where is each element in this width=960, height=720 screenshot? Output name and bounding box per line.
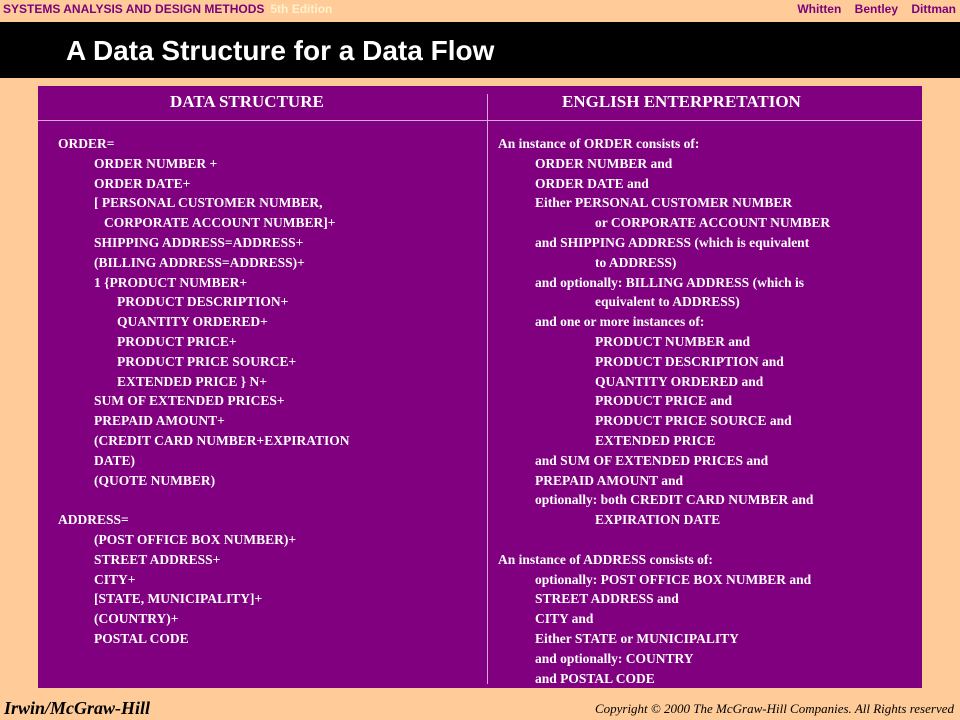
english-interpretation-heading: ENGLISH ENTERPRETATION — [562, 92, 801, 111]
interpretation-line: and SUM OF EXTENDED PRICES and — [535, 452, 769, 468]
publisher-label: Irwin/McGraw-Hill — [4, 698, 151, 718]
data-structure-line: (CREDIT CARD NUMBER+EXPIRATION — [94, 432, 350, 448]
data-structure-line: (COUNTRY)+ — [94, 611, 179, 627]
interpretation-line: and optionally: COUNTRY — [535, 650, 694, 666]
interpretation-line: PREPAID AMOUNT and — [535, 472, 684, 488]
header-bar: SYSTEMS ANALYSIS AND DESIGN METHODS 5th E… — [0, 0, 960, 22]
interpretation-line: PRODUCT NUMBER and — [595, 333, 751, 349]
interpretation-line: and SHIPPING ADDRESS (which is equivalen… — [535, 234, 810, 250]
data-structure-line: EXTENDED PRICE } N+ — [117, 373, 267, 389]
interpretation-line: An instance of ORDER consists of: — [498, 136, 700, 151]
data-structure-line: ORDER DATE+ — [94, 175, 191, 191]
data-structure-column: ORDER= ORDER NUMBER + ORDER DATE+ [ PERSONA… — [58, 134, 349, 649]
data-structure-line: [STATE, MUNICIPALITY]+ — [94, 591, 263, 607]
data-structure-heading: DATA STRUCTURE — [170, 92, 324, 111]
slide-title: A Data Structure for a Data Flow — [66, 35, 495, 66]
data-structure-line: PRODUCT PRICE SOURCE+ — [117, 353, 297, 369]
data-structure-line: CORPORATE ACCOUNT NUMBER]+ — [104, 215, 336, 231]
header-divider — [38, 120, 922, 121]
interpretation-line: Either STATE or MUNICIPALITY — [535, 630, 739, 646]
column-divider — [487, 94, 488, 684]
data-structure-line: [ PERSONAL CUSTOMER NUMBER, — [94, 195, 323, 211]
data-structure-line: 1 {PRODUCT NUMBER+ — [94, 274, 248, 290]
book-title-group: SYSTEMS ANALYSIS AND DESIGN METHODS 5th E… — [3, 0, 332, 18]
data-structure-line: PREPAID AMOUNT+ — [94, 413, 225, 429]
interpretation-line: optionally: POST OFFICE BOX NUMBER and — [535, 571, 812, 587]
interpretation-line: Either PERSONAL CUSTOMER NUMBER — [535, 195, 793, 211]
interpretation-line: and one or more instances of: — [535, 314, 705, 330]
copyright-notice: Copyright © 2000 The McGraw-Hill Compani… — [594, 701, 954, 716]
interpretation-line: ORDER DATE and — [535, 175, 649, 191]
edition-label: 5th Edition — [270, 2, 333, 16]
interpretation-line: equivalent to ADDRESS) — [595, 294, 740, 310]
data-structure-line: ADDRESS= — [58, 512, 129, 528]
data-structure-line: ORDER NUMBER + — [94, 155, 218, 171]
interpretation-line: and POSTAL CODE — [535, 670, 655, 686]
interpretation-line: PRODUCT DESCRIPTION and — [595, 353, 784, 369]
data-structure-line — [58, 490, 349, 510]
data-structure-line: CITY+ — [94, 571, 136, 587]
interpretation-line: optionally: both CREDIT CARD NUMBER and — [535, 492, 814, 508]
interpretation-line: An instance of ADDRESS consists of: — [498, 551, 713, 567]
content-panel: DATA STRUCTURE ENGLISH ENTERPRETATION OR… — [38, 86, 922, 688]
interpretation-line: PRODUCT PRICE and — [595, 393, 733, 409]
interpretation-line: ORDER NUMBER and — [535, 155, 673, 171]
english-interpretation-column: An instance of ORDER consists of: ORDER N… — [498, 134, 830, 688]
interpretation-line: STREET ADDRESS and — [535, 591, 679, 607]
interpretation-line: CITY and — [535, 611, 594, 627]
interpretation-line: or CORPORATE ACCOUNT NUMBER — [595, 215, 831, 231]
interpretation-line: QUANTITY ORDERED and — [595, 373, 764, 389]
data-structure-line: (POST OFFICE BOX NUMBER)+ — [94, 531, 297, 547]
data-structure-line: SHIPPING ADDRESS=ADDRESS+ — [94, 234, 304, 250]
interpretation-line: and optionally: BILLING ADDRESS (which i… — [535, 274, 804, 290]
data-structure-line: (QUOTE NUMBER) — [94, 472, 216, 488]
interpretation-line: PRODUCT PRICE SOURCE and — [595, 413, 792, 429]
data-structure-line: PRODUCT PRICE+ — [117, 333, 237, 349]
data-structure-line: POSTAL CODE — [94, 630, 189, 646]
data-structure-line: ORDER= — [58, 136, 115, 151]
book-title: SYSTEMS ANALYSIS AND DESIGN METHODS — [3, 2, 265, 16]
interpretation-line: EXPIRATION DATE — [595, 512, 721, 528]
data-structure-line: PRODUCT DESCRIPTION+ — [117, 294, 289, 310]
data-structure-line: STREET ADDRESS+ — [94, 551, 221, 567]
title-bar: A Data Structure for a Data Flow — [0, 22, 960, 78]
authors: Whitten Bentley Dittman — [797, 2, 956, 16]
data-structure-line: (BILLING ADDRESS=ADDRESS)+ — [94, 254, 305, 270]
data-structure-line: SUM OF EXTENDED PRICES+ — [94, 393, 285, 409]
footer: Irwin/McGraw-Hill Copyright © 2000 The M… — [0, 690, 960, 720]
interpretation-line: to ADDRESS) — [595, 254, 677, 270]
data-structure-line: DATE) — [94, 452, 136, 468]
interpretation-line: EXTENDED PRICE — [595, 432, 716, 448]
data-structure-line: QUANTITY ORDERED+ — [117, 314, 268, 330]
interpretation-line — [498, 530, 830, 550]
